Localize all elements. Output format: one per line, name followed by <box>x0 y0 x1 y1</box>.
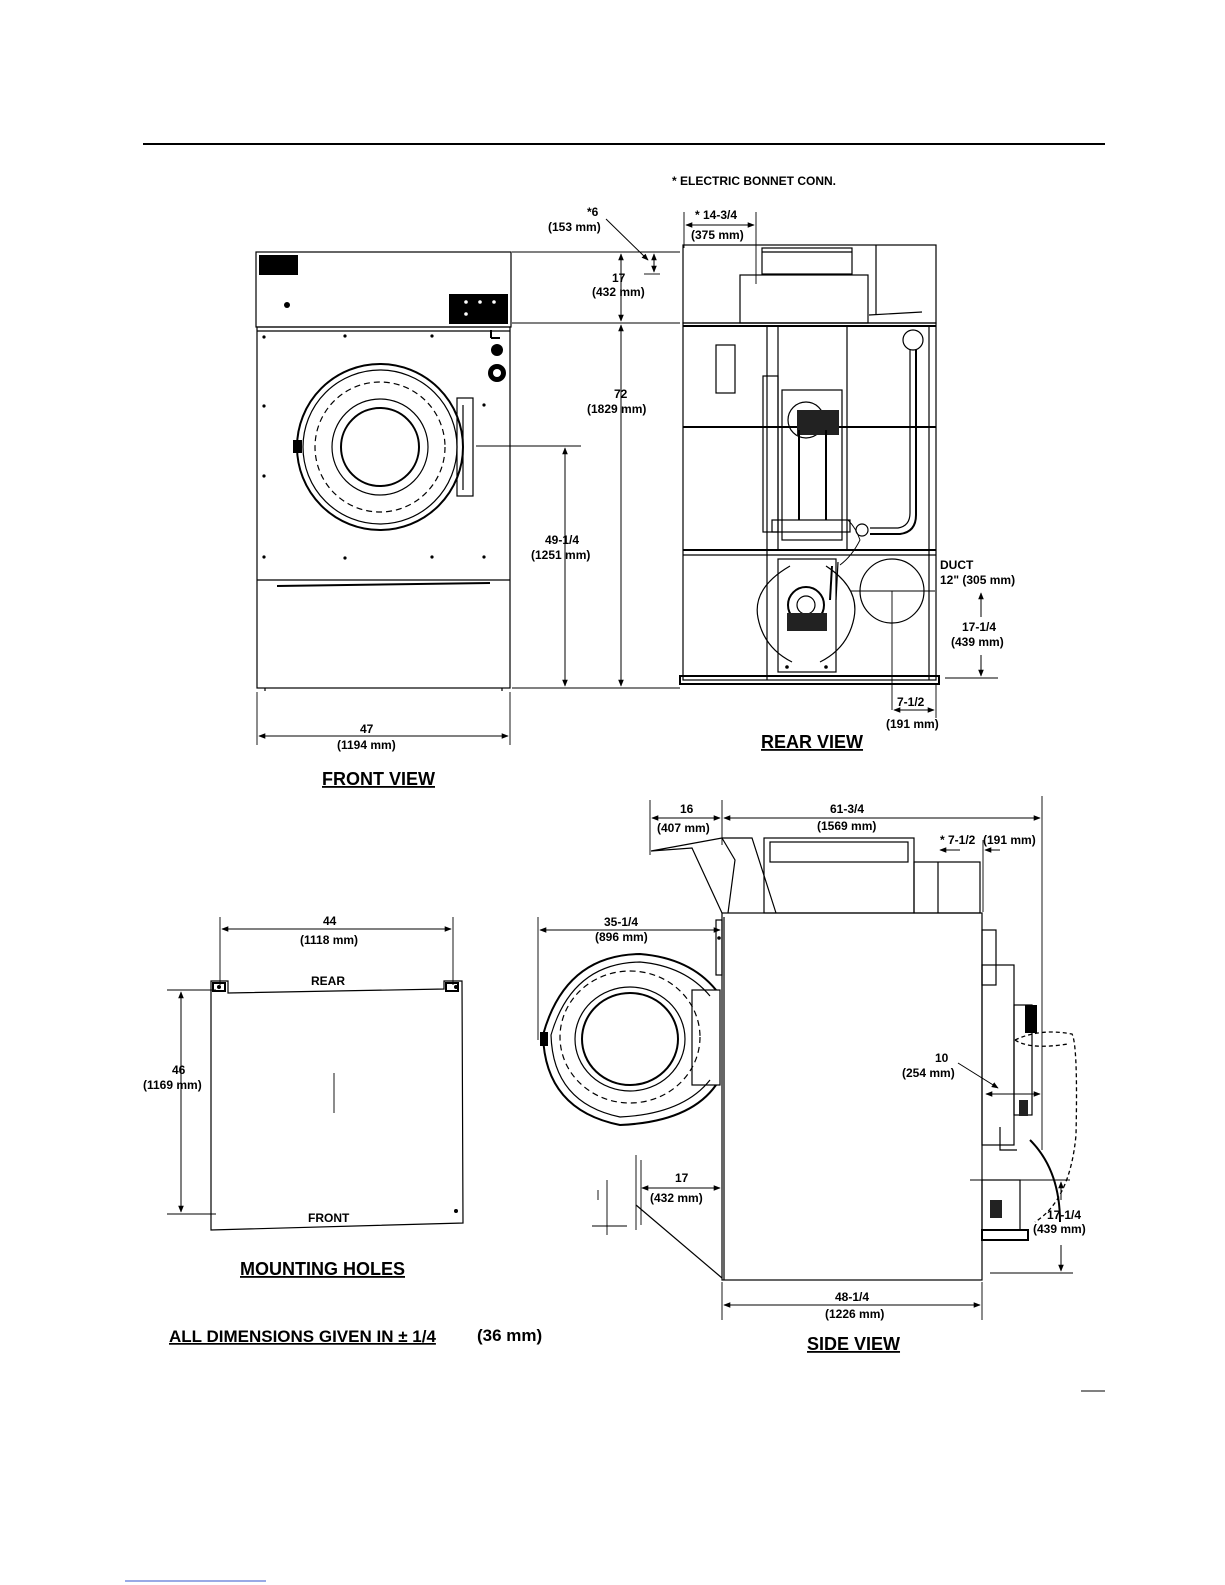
mounting-front-label: FRONT <box>308 1211 350 1225</box>
rear-duct-height-in: 17-1/4 <box>962 620 996 634</box>
side-hood <box>650 837 777 914</box>
rear-blower-icon <box>756 558 856 673</box>
mounting-plate <box>210 980 464 1231</box>
bonnet-offset-leader <box>605 218 649 261</box>
side-bonnet <box>763 837 915 914</box>
rear-view: * 14-3/4 (375 mm) <box>679 208 1015 731</box>
bonnet-height-mm: (432 mm) <box>592 285 645 299</box>
rear-frame <box>682 322 937 681</box>
toe-depth-mm: (432 mm) <box>650 1191 703 1205</box>
overall-depth-mm: (1569 mm) <box>817 819 876 833</box>
bonnet-offset-mm: (153 mm) <box>548 220 601 234</box>
rear-bonnet-width-in: * 14-3/4 <box>695 208 737 222</box>
exhaust-offset-mm: (254 mm) <box>902 1066 955 1080</box>
rear-motor-icon <box>762 329 924 566</box>
rear-bonnet-box <box>739 274 869 324</box>
front-bonnet-label-plate <box>259 255 298 275</box>
front-width-in: 47 <box>360 722 374 736</box>
tolerance-note: ALL DIMENSIONS GIVEN IN ± 1/4 <box>169 1327 436 1346</box>
front-control-panel <box>449 294 508 324</box>
side-bonnet-in: * 7-1/2 <box>940 833 976 847</box>
mounting-rear-label: REAR <box>311 974 345 988</box>
bonnet-height-in: 17 <box>612 271 626 285</box>
rear-view-title: REAR VIEW <box>761 732 863 752</box>
hood-depth-mm: (407 mm) <box>657 821 710 835</box>
bonnet-offset-in: *6 <box>587 205 599 219</box>
mounting-holes-plan: 44 (1118 mm) REAR FRONT 46 (1169 mm) <box>143 914 464 1231</box>
mounting-width-mm: (1118 mm) <box>300 933 358 947</box>
cabinet-depth-in: 48-1/4 <box>835 1290 869 1304</box>
exhaust-offset-leader <box>957 1062 999 1089</box>
side-cabinet <box>721 912 983 1281</box>
rear-duct-label: DUCT <box>940 558 974 572</box>
total-height-mm: (1829 mm) <box>587 402 646 416</box>
cabinet-depth-mm: (1226 mm) <box>825 1307 884 1321</box>
side-door-icon <box>540 952 721 1127</box>
front-view: 47 (1194 mm) 49-1/4 (1251 mm) 72 (1829 m… <box>255 205 680 752</box>
mounting-depth-mm: (1169 mm) <box>143 1078 202 1092</box>
door-center-mm: (1251 mm) <box>531 548 590 562</box>
door-swing-mm: (896 mm) <box>595 930 648 944</box>
side-duct-height-mm: (439 mm) <box>1033 1222 1086 1236</box>
tolerance-note-mm: (36 mm) <box>477 1326 542 1345</box>
front-cabinet <box>256 326 511 689</box>
door-center-in: 49-1/4 <box>545 533 579 547</box>
side-bonnet-mm: (191 mm) <box>983 833 1036 847</box>
rear-duct-offset-mm: (191 mm) <box>886 717 939 731</box>
side-view: 16 (407 mm) 61-3/4 (1569 mm) * 7-1/2 (19… <box>537 796 1086 1321</box>
rear-bonnet-width-mm: (375 mm) <box>691 228 744 242</box>
front-width-mm: (1194 mm) <box>337 738 396 752</box>
exhaust-offset-in: 10 <box>935 1051 949 1065</box>
mounting-width-in: 44 <box>323 914 337 928</box>
front-view-title: FRONT VIEW <box>322 769 435 789</box>
side-duct-height-in: 17-1/4 <box>1047 1208 1081 1222</box>
electric-bonnet-note: * ELECTRIC BONNET CONN. <box>672 174 836 188</box>
overall-depth-in: 61-3/4 <box>830 802 864 816</box>
mounting-holes-title: MOUNTING HOLES <box>240 1259 405 1279</box>
total-height-in: 72 <box>614 387 628 401</box>
door-swing-in: 35-1/4 <box>604 915 638 929</box>
front-indicator-icon <box>491 344 503 356</box>
side-exhaust-duct-icon <box>981 929 1078 1241</box>
toe-depth-in: 17 <box>675 1171 689 1185</box>
hood-depth-in: 16 <box>680 802 694 816</box>
rear-duct-size: 12" (305 mm) <box>940 573 1015 587</box>
rear-duct-offset-in: 7-1/2 <box>897 695 925 709</box>
mounting-depth-in: 46 <box>172 1063 186 1077</box>
side-view-title: SIDE VIEW <box>807 1334 900 1354</box>
rear-duct-height-mm: (439 mm) <box>951 635 1004 649</box>
front-door-icon <box>293 363 474 531</box>
